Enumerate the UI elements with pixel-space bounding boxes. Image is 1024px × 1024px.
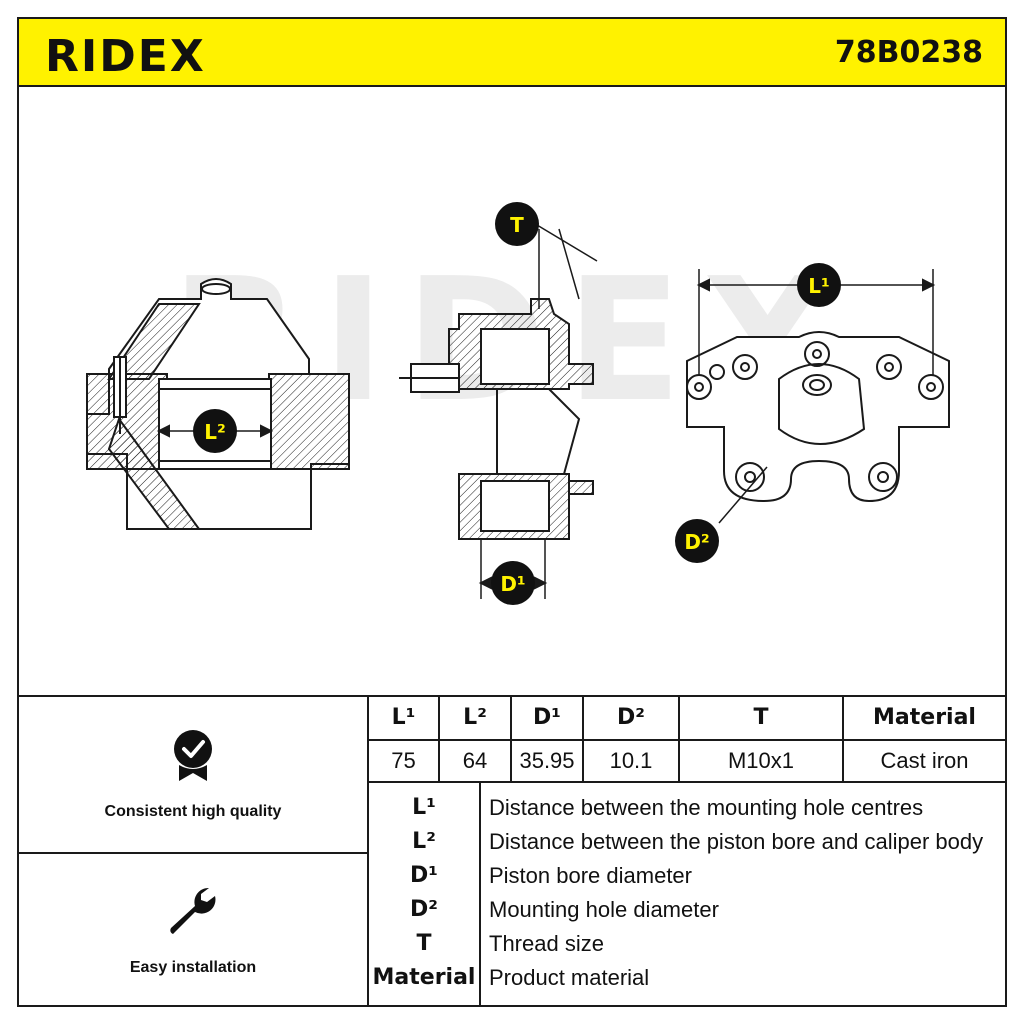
legend-row: D¹ Piston bore diameter [369,859,1005,893]
legend-description: Distance between the mounting hole centr… [489,795,924,820]
technical-drawing: RIDEX [19,89,1005,695]
legend-divider [479,783,481,1007]
badge-l2-label: L² [204,420,226,444]
badge-t-label: T [510,213,524,237]
part-number: 78B0238 [834,35,983,70]
product-sheet: RIDEX 78B0238 RIDEX [17,17,1007,1007]
spec-value-cell: 64 [439,739,512,783]
spec-section: Consistent high quality Easy installatio… [19,695,1005,1007]
quality-badge-icon [174,730,212,781]
badge-l2: L² [193,409,237,453]
legend-key: L² [412,829,436,854]
legend-row: D² Mounting hole diameter [369,893,1005,927]
wrench-icon [170,887,216,934]
spec-header-cell: L² [439,697,512,741]
legend-description: Distance between the piston bore and cal… [489,829,984,854]
spec-value-row: 75 64 35.95 10.1 M10x1 Cast iron [369,739,1005,783]
legend-row: L¹ Distance between the mounting hole ce… [369,791,1005,825]
legend-description: Thread size [489,931,604,956]
feature-installation-label: Easy installation [129,959,257,976]
legend-key: D² [410,897,438,922]
badge-l1: L¹ [797,263,841,307]
spec-header-cell: D² [583,697,680,741]
spec-table: L¹ L² D¹ D² T Material 75 64 35.95 10.1 … [369,697,1005,783]
spec-header-cell: D¹ [511,697,584,741]
caliper-front-view [686,269,950,524]
legend-row: Material Product material [369,961,1005,995]
feature-quality: Consistent high quality [19,697,367,854]
badge-d2-label: D² [684,530,709,554]
caliper-drawing: RIDEX [86,202,950,605]
legend-row: T Thread size [369,927,1005,961]
legend-panel: L¹ Distance between the mounting hole ce… [369,783,1005,1007]
legend-key: T [416,931,432,956]
badge-t: T [495,202,539,246]
spec-value-cell: 75 [369,739,440,783]
badge-d1-label: D¹ [500,572,525,596]
badge-l1-label: L¹ [808,274,830,298]
legend-key: L¹ [412,795,436,820]
feature-quality-label: Consistent high quality [104,803,282,820]
feature-panel: Consistent high quality Easy installatio… [19,697,369,1007]
legend-key: D¹ [410,863,438,888]
spec-header-cell: T [679,697,844,741]
spec-header-cell: L¹ [369,697,440,741]
feature-installation: Easy installation [19,854,367,1007]
brand-name: RIDEX [45,31,206,82]
spec-value-cell: 10.1 [583,739,680,783]
legend-description: Piston bore diameter [489,863,692,888]
badge-d1: D¹ [491,561,535,605]
spec-header-cell: Material [843,697,1005,741]
badge-d2: D² [675,519,719,563]
legend-row: L² Distance between the piston bore and … [369,825,1005,859]
caliper-side-view [399,224,598,599]
spec-value-cell: M10x1 [679,739,844,783]
ridex-logo: RIDEX [37,27,267,82]
legend-description: Mounting hole diameter [489,897,719,922]
header-bar: RIDEX 78B0238 [19,19,1005,87]
spec-value-cell: 35.95 [511,739,584,783]
spec-header-row: L¹ L² D¹ D² T Material [369,697,1005,741]
caliper-section-view [86,278,350,530]
spec-value-cell: Cast iron [843,739,1005,783]
legend-key: Material [372,965,476,990]
legend-description: Product material [489,965,650,990]
